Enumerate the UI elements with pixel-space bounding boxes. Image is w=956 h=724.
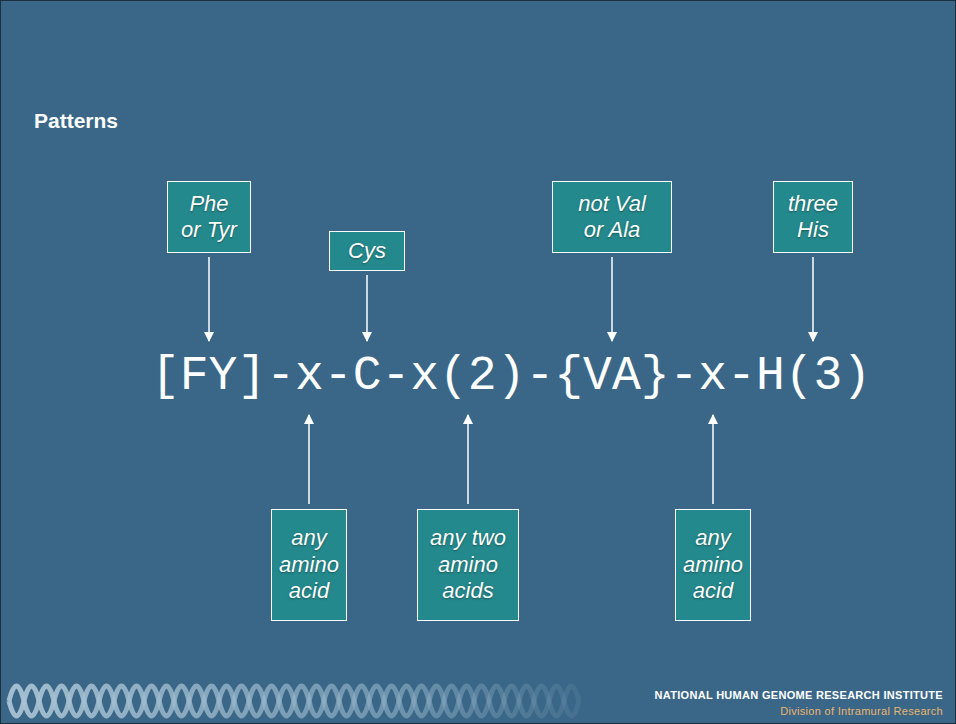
footer-division: Division of Intramural Research: [780, 705, 943, 718]
callout-box: any two amino acids: [417, 509, 519, 621]
callout-box: any amino acid: [271, 509, 347, 621]
callout-text: any two amino acids: [426, 525, 510, 604]
footer-institute: NATIONAL HUMAN GENOME RESEARCH INSTITUTE: [655, 689, 943, 702]
callout-box: not Val or Ala: [552, 181, 672, 253]
leader-arrow: [467, 415, 469, 504]
callout-text: not Val or Ala: [573, 191, 651, 244]
callout-text: three His: [780, 191, 846, 244]
leader-arrow: [208, 257, 210, 341]
callout-box: Phe or Tyr: [167, 181, 251, 253]
leader-arrow: [712, 415, 714, 504]
helix-strand: [9, 686, 579, 716]
leader-arrow: [611, 257, 613, 341]
helix-strand: [9, 686, 579, 716]
pattern-text: [FY]-x-C-x(2)-{VA}-x-H(3): [151, 347, 871, 405]
callout-box: Cys: [329, 231, 405, 271]
slide-title: Patterns: [34, 109, 118, 133]
leader-arrow: [366, 275, 368, 341]
leader-arrow: [812, 257, 814, 341]
callout-text: Cys: [338, 238, 396, 264]
callout-box: three His: [773, 181, 853, 253]
callout-text: any amino acid: [682, 525, 744, 604]
callout-box: any amino acid: [675, 509, 751, 621]
callout-text: Phe or Tyr: [180, 191, 238, 244]
leader-arrow: [308, 415, 310, 504]
dna-helix: [9, 686, 579, 716]
callout-text: any amino acid: [278, 525, 340, 604]
